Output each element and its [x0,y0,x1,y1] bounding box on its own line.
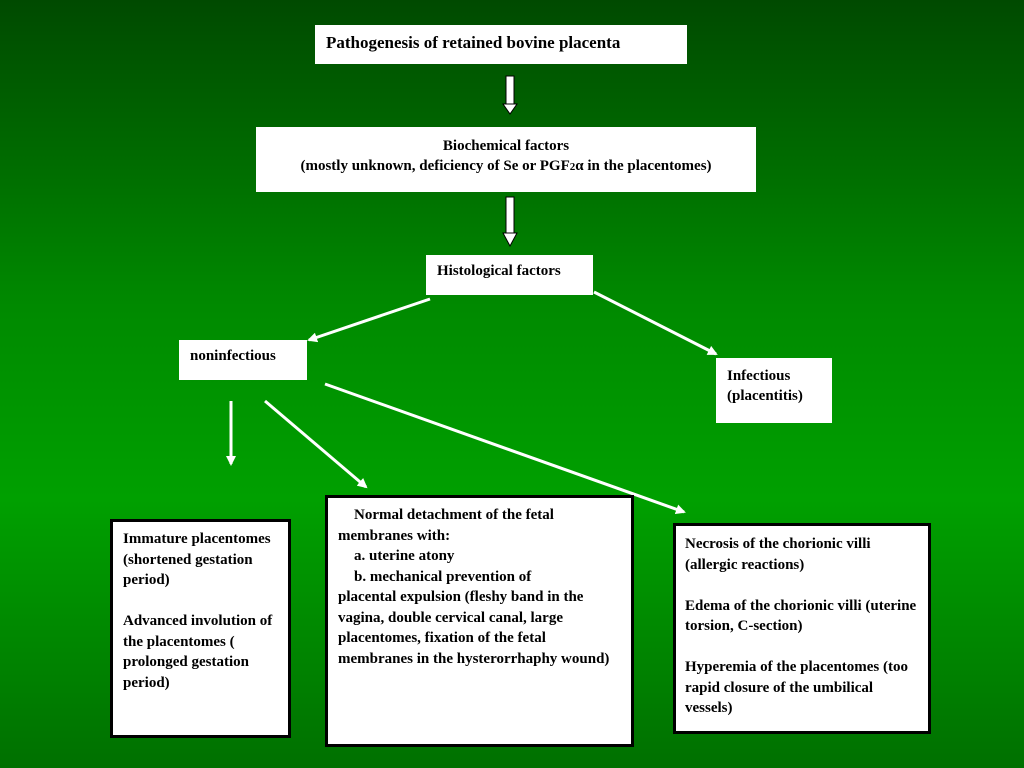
normal-item-a: a. uterine atony [354,548,455,564]
arrow-histological-to-infectious [593,290,718,356]
necrosis-para-2: Edema of the chorionic villi (uterine to… [685,597,917,635]
diagram-title: Pathogenesis of retained bovine placenta [326,33,621,52]
histological-label: Histological factors [437,263,561,279]
biochemical-factors-box: Biochemical factors (mostly unknown, def… [256,127,756,192]
infectious-box: Infectious (placentitis) [716,358,832,423]
necrosis-para-1: Necrosis of the chorionic villi (allergi… [685,536,871,573]
immature-para-1: Immature placentomes (shortened gestatio… [123,531,271,588]
immature-placentomes-box: Immature placentomes (shortened gestatio… [110,519,291,738]
noninfectious-label: noninfectious [190,348,276,364]
normal-item-b-lead: b. mechanical prevention of [354,568,532,585]
arrow-histological-to-noninfectious [307,297,431,343]
normal-item-b-rest: placental expulsion (fleshy band in the … [338,589,610,667]
infectious-label: Infectious [727,368,791,384]
title-box: Pathogenesis of retained bovine placenta [315,25,687,64]
necrosis-para-3: Hyperemia of the placentomes (too rapid … [685,659,909,716]
necrosis-box: Necrosis of the chorionic villi (allergi… [673,523,931,734]
biochemical-detail: (mostly unknown, deficiency of Se or PGF… [300,158,712,174]
immature-para-2: Advanced involution of the placentomes (… [123,613,273,691]
arrow-title-to-biochemical [502,75,518,115]
biochemical-heading: Biochemical factors [442,138,570,154]
arrow-biochemical-to-histological [502,196,518,248]
normal-intro: Normal detachment of the fetal membranes… [338,507,554,544]
arrow-noninfectious-to-normal [264,399,368,489]
histological-factors-box: Histological factors [426,255,593,295]
arrow-noninfectious-to-necrosis [324,382,686,515]
noninfectious-box: noninfectious [179,340,307,380]
normal-detachment-box: Normal detachment of the fetal membranes… [325,495,634,747]
infectious-detail: (placentitis) [727,388,803,404]
